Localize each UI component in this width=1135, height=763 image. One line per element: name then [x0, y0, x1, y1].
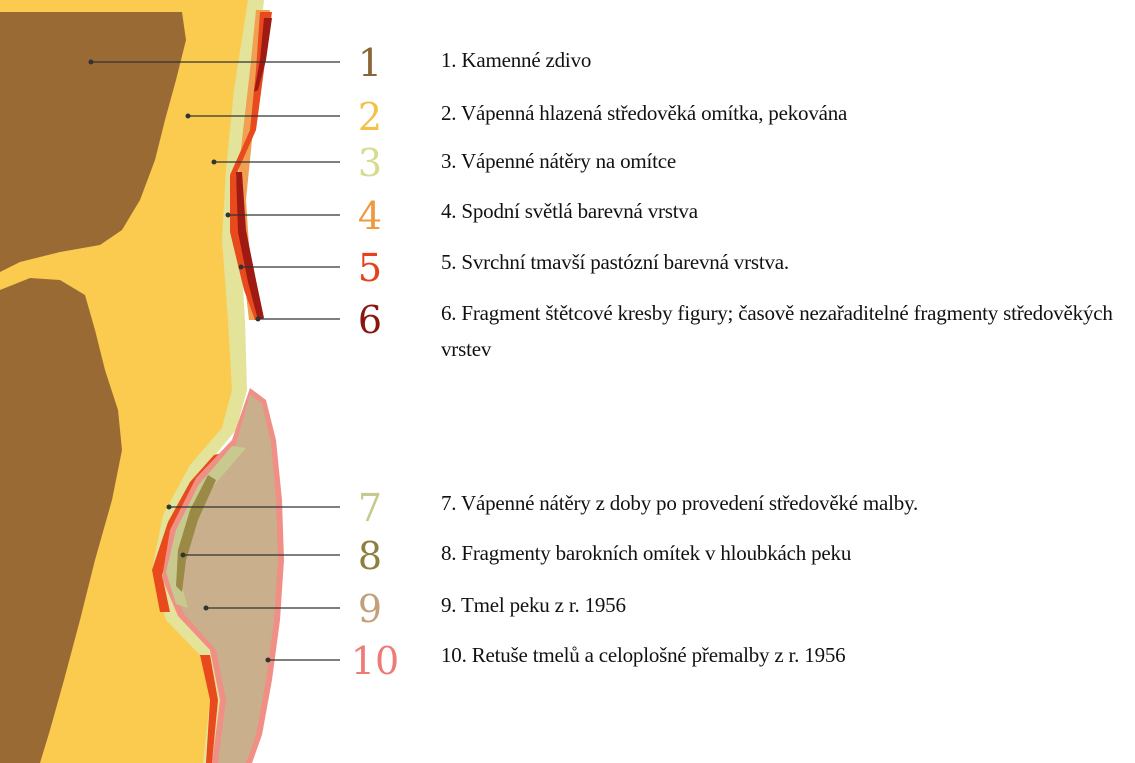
- leader-dot-8: [181, 553, 186, 558]
- layer-number-3: 3: [358, 141, 382, 185]
- leader-dot-3: [212, 160, 217, 165]
- leader-dot-10: [266, 658, 271, 663]
- legend-item-1: 1. Kamenné zdivo: [441, 48, 591, 73]
- legend-item-4: 4. Spodní světlá barevná vrstva: [441, 199, 698, 224]
- legend-item-5: 5. Svrchní tmavší pastózní barevná vrstv…: [441, 250, 789, 275]
- leader-dot-6: [256, 317, 261, 322]
- legend-item-8: 8. Fragmenty barokních omítek v hloubkác…: [441, 541, 851, 566]
- legend-item-3: 3. Vápenné nátěry na omítce: [441, 149, 676, 174]
- leader-dot-5: [239, 265, 244, 270]
- leader-dot-2: [186, 114, 191, 119]
- layer-number-10: 10: [351, 639, 399, 683]
- layer-number-1: 1: [358, 41, 382, 85]
- layer-number-9: 9: [358, 587, 382, 631]
- leader-dot-9: [204, 606, 209, 611]
- leader-dot-4: [226, 213, 231, 218]
- layer-number-8: 8: [358, 534, 382, 578]
- legend-item-7: 7. Vápenné nátěry z doby po provedení st…: [441, 491, 918, 516]
- legend-item-9: 9. Tmel peku z r. 1956: [441, 593, 626, 618]
- legend-item-10: 10. Retuše tmelů a celoplošné přemalby z…: [441, 643, 845, 668]
- leader-dot-7: [167, 505, 172, 510]
- leader-dot-1: [89, 60, 94, 65]
- layer-number-2: 2: [358, 95, 382, 139]
- layer-number-5: 5: [358, 246, 382, 290]
- legend-item-6: 6. Fragment štětcové kresby figury; časo…: [441, 295, 1131, 367]
- layer-number-7: 7: [358, 486, 382, 530]
- layer-number-4: 4: [358, 194, 382, 238]
- legend-item-2: 2. Vápenná hlazená středověká omítka, pe…: [441, 101, 847, 126]
- layer-number-6: 6: [358, 298, 382, 342]
- layer-numbers: 1 2 3 4 5 6 7 8 9 10: [351, 41, 399, 683]
